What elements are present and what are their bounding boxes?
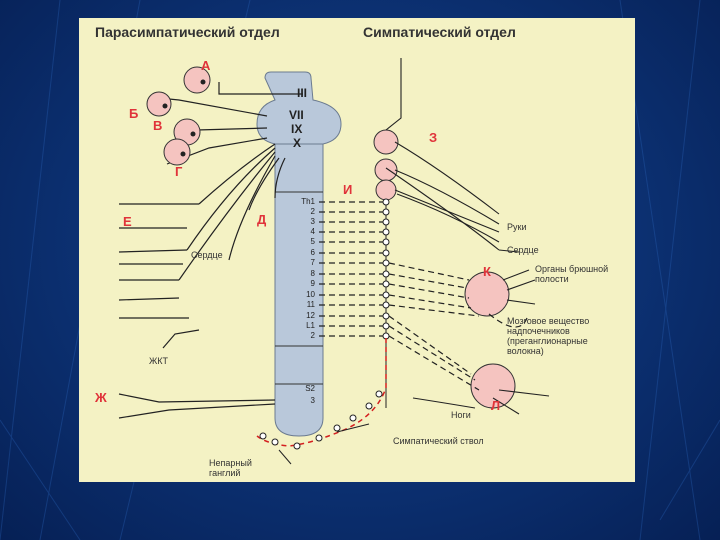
- letter-v: В: [153, 118, 163, 133]
- brainstem: [256, 71, 342, 147]
- segment-label: Th1: [301, 197, 315, 206]
- spinal-cord: [274, 143, 324, 437]
- segment-label: 11: [306, 300, 315, 309]
- label-unpaired-ganglion: Непарный ганглий: [209, 458, 252, 478]
- label-sympathetic-trunk: Симпатический ствол: [393, 436, 484, 446]
- segment-label: 8: [310, 269, 315, 278]
- letter-d: Д: [257, 212, 267, 227]
- ganglion-stellate: [375, 179, 397, 201]
- label-legs: Ноги: [451, 410, 471, 420]
- segment-label: 2: [310, 331, 315, 340]
- nerve-label-ix: IX: [291, 122, 303, 136]
- nerve-label-x: X: [293, 136, 302, 150]
- letter-l: Л: [491, 398, 501, 413]
- label-abdominal-organs: Органы брюшной полости: [535, 264, 609, 284]
- letter-a: А: [201, 58, 211, 73]
- segment-label: 10: [306, 290, 315, 299]
- nerve-label-vii: VII: [289, 108, 304, 122]
- label-heart-right: Сердце: [507, 245, 539, 255]
- ganglion-cervical: [374, 158, 398, 182]
- ganglion-b: [146, 91, 172, 117]
- letter-i: И: [343, 182, 353, 197]
- ganglion-l: [470, 363, 516, 409]
- segment-label: 4: [310, 227, 315, 236]
- label-arms: Руки: [507, 222, 527, 232]
- segment-label: 3: [310, 217, 315, 226]
- segment-label: 7: [310, 258, 315, 267]
- label-heart-left: Сердце: [191, 250, 223, 260]
- nervous-system-diagram: [118, 58, 550, 465]
- letter-zh: Ж: [95, 390, 107, 405]
- letter-b: Б: [129, 106, 139, 121]
- ganglion-a: [183, 66, 211, 94]
- segment-label: 3: [310, 396, 315, 405]
- ganglion-z: [373, 129, 399, 155]
- segment-label: S2: [305, 384, 315, 393]
- segment-label: L1: [306, 321, 315, 330]
- parasympathetic-title: Парасимпатический отдел: [95, 24, 280, 40]
- segment-label: 12: [306, 311, 315, 320]
- segment-label: 6: [310, 248, 315, 257]
- segment-label: 2: [310, 207, 315, 216]
- segment-label: 9: [310, 279, 315, 288]
- diagram-panel: Парасимпатический отдел Симпатический от…: [79, 18, 635, 482]
- ganglion-k: [464, 271, 510, 317]
- sympathetic-title: Симпатический отдел: [363, 24, 516, 40]
- segment-label: 5: [310, 237, 315, 246]
- nerve-label-iii: III: [297, 86, 308, 100]
- ganglion-g: [163, 138, 191, 166]
- letter-k: К: [483, 264, 491, 279]
- label-adrenal-medulla: Мозговое вещество надпочечников (преганг…: [507, 316, 590, 356]
- label-gi-tract: ЖКТ: [149, 356, 169, 366]
- letter-g: Г: [175, 164, 183, 179]
- letter-e: Е: [123, 214, 132, 229]
- letter-z: З: [429, 130, 438, 145]
